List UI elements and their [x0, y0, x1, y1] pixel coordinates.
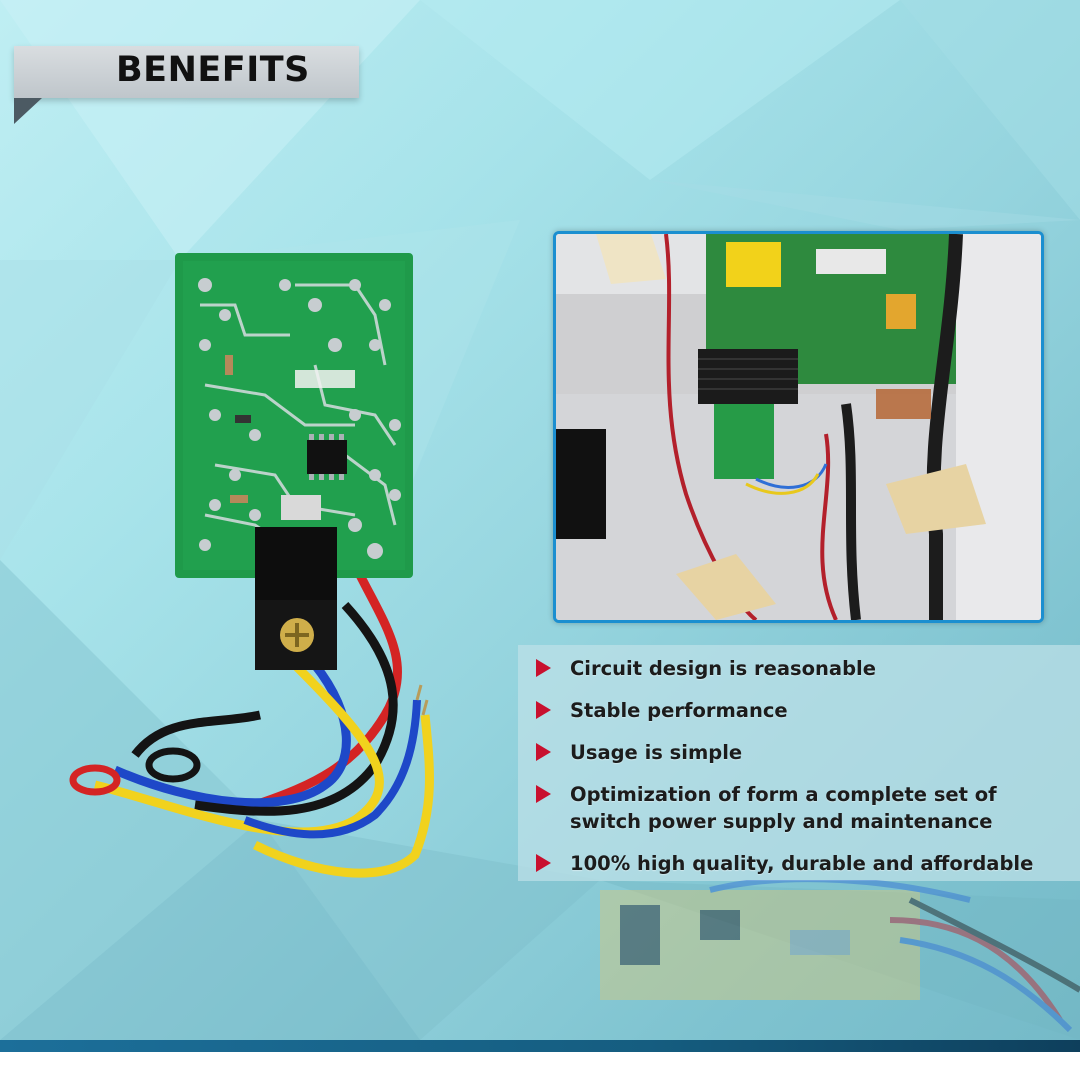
benefits-list: Circuit design is reasonable Stable perf…: [532, 655, 1072, 892]
benefit-text: Circuit design is reasonable: [570, 657, 876, 680]
footer-band: [0, 1052, 1080, 1080]
faded-board-image: [600, 880, 1080, 1033]
benefit-item: Usage is simple: [532, 739, 1072, 766]
benefit-text: 100% high quality, durable and affordabl…: [570, 852, 1034, 875]
benefits-panel: [518, 645, 1080, 881]
benefit-item: Optimization of form a complete set of s…: [532, 781, 1072, 835]
photo-scene: [556, 234, 1041, 620]
triangle-right-icon: [536, 743, 551, 761]
benefit-item: Stable performance: [532, 697, 1072, 724]
triangle-right-icon: [536, 785, 551, 803]
page-title: BENEFITS: [116, 50, 310, 90]
benefit-text: Optimization of form a complete set of s…: [570, 783, 997, 833]
footer-strip: [0, 1040, 1080, 1052]
triangle-right-icon: [536, 854, 551, 872]
triangle-right-icon: [536, 701, 551, 719]
benefit-item: Circuit design is reasonable: [532, 655, 1072, 682]
benefit-text: Stable performance: [570, 699, 788, 722]
benefit-item: 100% high quality, durable and affordabl…: [532, 850, 1072, 877]
pcb-product-image: [69, 253, 434, 878]
benefit-text: Usage is simple: [570, 741, 743, 764]
triangle-right-icon: [536, 659, 551, 677]
title-banner: [14, 46, 359, 98]
banner-fold: [14, 98, 42, 124]
installed-board-photo: [553, 231, 1044, 623]
